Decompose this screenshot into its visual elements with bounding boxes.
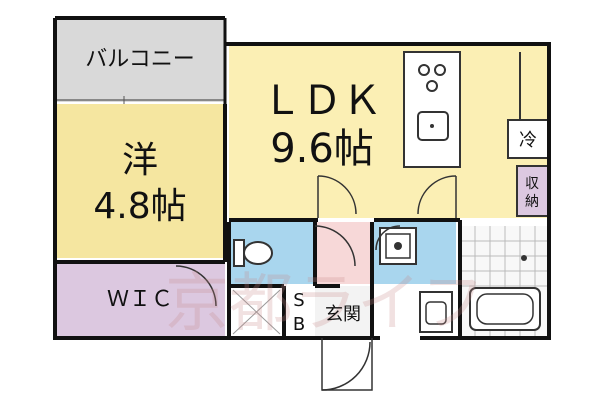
western-room-floor — [55, 104, 225, 258]
toilet-icon — [233, 239, 273, 267]
room-area-western: 4.8帖 — [93, 186, 186, 227]
entrance-floor — [315, 286, 370, 338]
walls — [53, 16, 551, 340]
label-storage-1: 収 — [525, 176, 539, 192]
room-label-entrance: 玄関 — [325, 304, 361, 325]
balcony-floor — [55, 18, 225, 102]
room-label-sb-s: S — [293, 290, 304, 311]
label-fridge: 冷 — [519, 130, 537, 151]
room-label-western: 洋 — [122, 140, 158, 181]
fridge-space — [507, 119, 549, 159]
shower-icon — [521, 255, 527, 261]
room-label-sb-b: B — [293, 314, 305, 335]
room-label-balcony: バルコニー — [85, 47, 195, 72]
room-label-wic: ＷＩＣ — [107, 287, 173, 312]
room-label-ldk: ＬＤＫ — [262, 78, 382, 124]
ldk-floor — [229, 44, 549, 218]
room-area-ldk: 9.6帖 — [270, 126, 374, 172]
label-storage-2: 納 — [525, 194, 539, 210]
storage-closet — [516, 165, 549, 217]
kitchen-counter — [403, 51, 461, 168]
wic-floor — [55, 262, 225, 337]
stove-icon — [418, 64, 446, 92]
doors — [175, 175, 457, 391]
watermark: 京都ライフ — [165, 267, 485, 341]
hall-floor — [315, 222, 370, 284]
